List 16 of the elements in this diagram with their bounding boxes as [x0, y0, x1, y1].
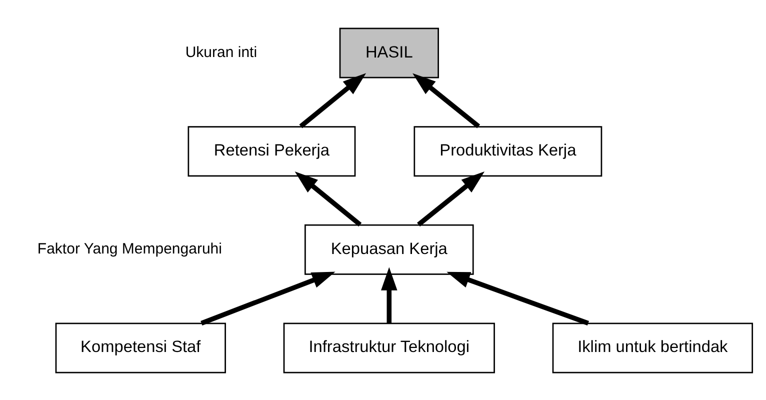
arrow: [294, 171, 362, 226]
node-box: HASIL: [339, 27, 439, 78]
arrow: [200, 271, 336, 325]
arrow: [412, 72, 480, 128]
arrow: [381, 266, 398, 322]
arrow: [299, 72, 366, 128]
node-box: Produktivitas Kerja: [414, 126, 602, 176]
node-box: Infrastruktur Teknologi: [283, 322, 495, 373]
arrow: [417, 171, 485, 226]
node-box: Retensi Pekerja: [188, 126, 356, 176]
arrow: [446, 271, 590, 325]
node-box: Kompetensi Staf: [55, 322, 226, 373]
node-box: Kepuasan Kerja: [304, 224, 474, 274]
node-box: Iklim untuk bertindak: [552, 322, 754, 373]
label: Ukuran inti: [185, 43, 258, 60]
label: Faktor Yang Mempengaruhi: [37, 240, 222, 257]
